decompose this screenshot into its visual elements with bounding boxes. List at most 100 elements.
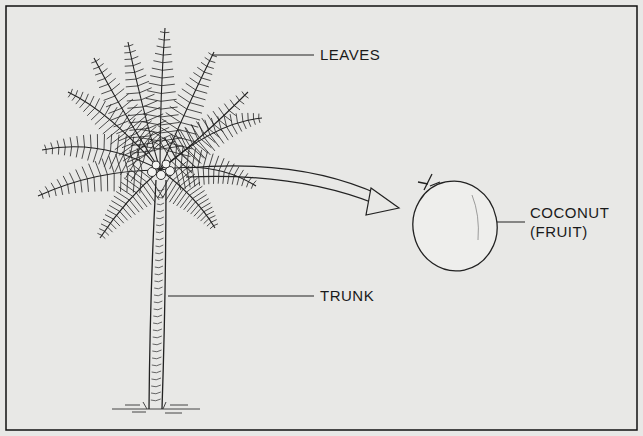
leaflet [121, 182, 136, 192]
leaflet [198, 150, 202, 168]
leaflet [126, 86, 138, 87]
leaflet [122, 99, 133, 108]
leaves-drawing [38, 28, 262, 239]
leaflet [127, 100, 141, 101]
leaflet [239, 101, 244, 105]
leaflet [203, 152, 207, 168]
trunk-ring [152, 364, 162, 366]
leaflet [95, 161, 101, 176]
leaflet [80, 102, 86, 108]
trunk-outline [149, 180, 166, 409]
leaflet [111, 133, 125, 144]
leaflet [87, 179, 88, 192]
leaflet [248, 120, 251, 127]
leaflet [135, 69, 144, 73]
leaflet [114, 173, 115, 191]
leaflet [212, 55, 217, 56]
leaflet [126, 104, 138, 114]
leaflet [198, 199, 208, 205]
trunk-ring [151, 378, 161, 380]
leaflet [195, 142, 208, 153]
leaflet [76, 99, 81, 105]
leaflet [103, 219, 110, 223]
leaflet [102, 159, 107, 175]
leaflet [111, 134, 112, 151]
leaflet [88, 148, 92, 161]
frond-midrib [160, 118, 262, 170]
leaflet [42, 194, 43, 199]
trunk-ring [151, 399, 161, 401]
leaflet [206, 211, 214, 215]
leaflet [150, 179, 163, 198]
leaflet [164, 137, 175, 157]
leaflet [76, 90, 78, 96]
leaflet [115, 155, 124, 172]
leaflet [117, 215, 124, 223]
leaflet [63, 176, 67, 185]
leaflet [109, 156, 114, 173]
leaflet [228, 173, 230, 184]
leaflet [116, 154, 121, 173]
leaflet [227, 127, 233, 137]
leaflet [132, 56, 139, 59]
leaflet [105, 73, 112, 78]
leaflet [124, 46, 129, 47]
leaflet [119, 133, 137, 140]
leaflet [147, 91, 161, 94]
leaflet [100, 101, 106, 112]
leaflet [207, 66, 214, 68]
leaflet [185, 127, 193, 145]
leaflet [190, 103, 204, 107]
leaflet [122, 140, 141, 148]
leaflet [116, 127, 133, 134]
leaflet [193, 73, 201, 78]
leaflet [208, 53, 212, 56]
leaflet [204, 207, 213, 212]
leaflet [184, 199, 193, 210]
leaflet [236, 96, 239, 101]
leaflet [71, 89, 73, 94]
leaflet [146, 98, 161, 101]
leaflet [110, 107, 117, 119]
trunk-ring [154, 308, 163, 310]
leaflet [199, 84, 209, 87]
leaflet [254, 119, 256, 125]
leaflet [99, 84, 108, 87]
leaflet [90, 135, 92, 148]
leaflet [239, 170, 244, 177]
leaflet [117, 135, 119, 153]
trunk-ring [157, 210, 164, 212]
leaflet [258, 114, 259, 119]
leaflet [95, 73, 102, 75]
leaflet [133, 115, 147, 127]
leaflet [51, 143, 53, 149]
leaflet [198, 122, 204, 138]
leaflet [39, 190, 42, 194]
leaflet [46, 149, 47, 154]
leaflet [184, 116, 200, 120]
leaflet [87, 108, 95, 116]
coconut-fruit [405, 173, 506, 278]
leaflet [165, 139, 176, 158]
leaflet [129, 110, 142, 121]
leaflet [125, 59, 132, 60]
leaflet [143, 186, 155, 203]
leaflet [204, 134, 215, 143]
leaflet [242, 113, 244, 121]
leaflet [57, 141, 59, 148]
leaflet [104, 96, 115, 100]
leaflet [201, 203, 210, 208]
leaflet [234, 106, 240, 110]
leaflet [111, 201, 122, 208]
leaflet [124, 178, 140, 189]
leaflet [136, 75, 146, 79]
leader-lines [168, 55, 525, 296]
leaflet [150, 76, 162, 78]
leaflet [158, 177, 169, 197]
leaflet [197, 212, 204, 219]
leaflet [234, 167, 239, 175]
leaflet [230, 114, 232, 125]
trunk-ring [153, 322, 162, 324]
leaflet [70, 147, 71, 157]
leaflet [162, 84, 175, 86]
